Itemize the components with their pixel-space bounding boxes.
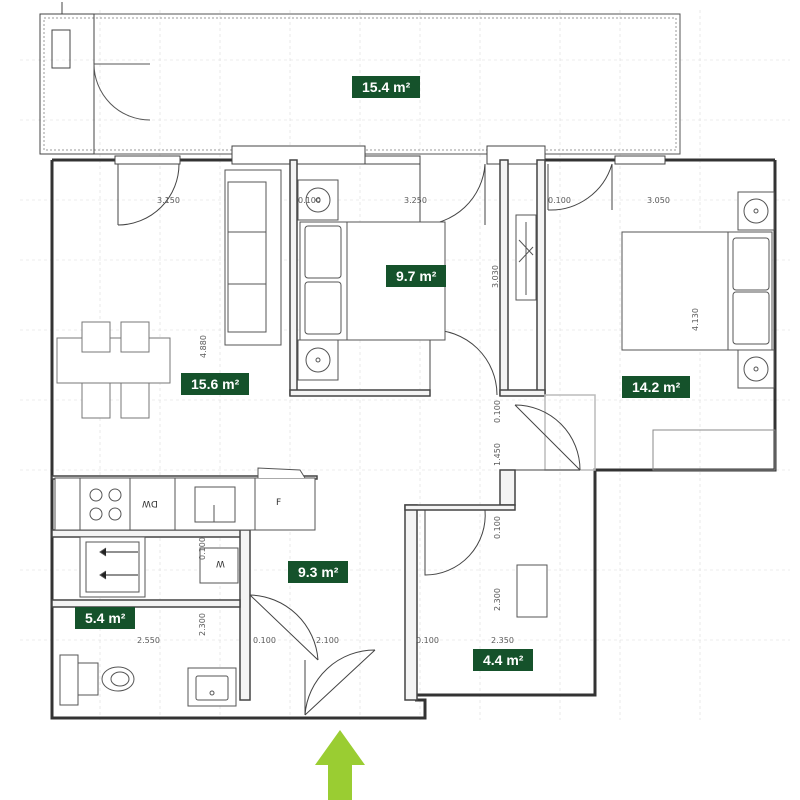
nightstands-small (297, 179, 339, 381)
sink (187, 667, 237, 707)
fridge-label: F (276, 498, 282, 508)
entrance-arrow-icon (315, 730, 365, 800)
bed-master-bedroom (621, 231, 773, 351)
desk-master (652, 429, 776, 471)
washer-box (199, 547, 239, 584)
dimension-text: 0.100 (197, 537, 207, 560)
dimension-text: 2.550 (137, 636, 160, 645)
toilet (59, 654, 135, 706)
dimension-text: 4.130 (690, 308, 700, 331)
dimension-text: 0.100 (298, 196, 321, 205)
area-label-bedroom-master: 14.2 m² (622, 376, 691, 398)
dimension-text: 2.300 (197, 613, 207, 636)
dishwasher-label: DW (142, 498, 158, 508)
dimension-text: 3.050 (647, 196, 670, 205)
nightstands-master (737, 191, 775, 389)
kitchen-counter (54, 467, 316, 531)
washer-label: W (216, 558, 225, 568)
dining-set (56, 321, 171, 419)
dimension-text: 3.150 (157, 196, 180, 205)
dimension-text: 0.100 (492, 400, 502, 423)
area-label-hall: 9.3 m² (288, 561, 349, 583)
dimension-text: 0.100 (253, 636, 276, 645)
dimension-text: 4.880 (198, 335, 208, 358)
wardrobe-small-bedroom (515, 214, 537, 301)
dimension-text: 0.100 (492, 516, 502, 539)
area-label-terrace: 15.4 m² (352, 76, 421, 98)
dimension-text: 1.450 (492, 443, 502, 466)
area-label-bedroom-small: 9.7 m² (386, 265, 447, 287)
dimension-text: 2.100 (316, 636, 339, 645)
dimension-text: 3.250 (404, 196, 427, 205)
dimension-text: 0.100 (548, 196, 571, 205)
dimension-text: 0.100 (416, 636, 439, 645)
sofa (224, 169, 282, 346)
area-label-wardrobe: 4.4 m² (473, 649, 534, 671)
area-label-bathroom: 5.4 m² (75, 607, 136, 629)
wardrobe-unit (516, 564, 548, 618)
dimension-text: 3.030 (490, 265, 500, 288)
dimension-text: 2.350 (491, 636, 514, 645)
area-label-living-kitchen: 15.6 m² (181, 373, 250, 395)
dimension-text: 2.300 (492, 588, 502, 611)
windows (114, 145, 666, 165)
bathtub (79, 536, 146, 598)
